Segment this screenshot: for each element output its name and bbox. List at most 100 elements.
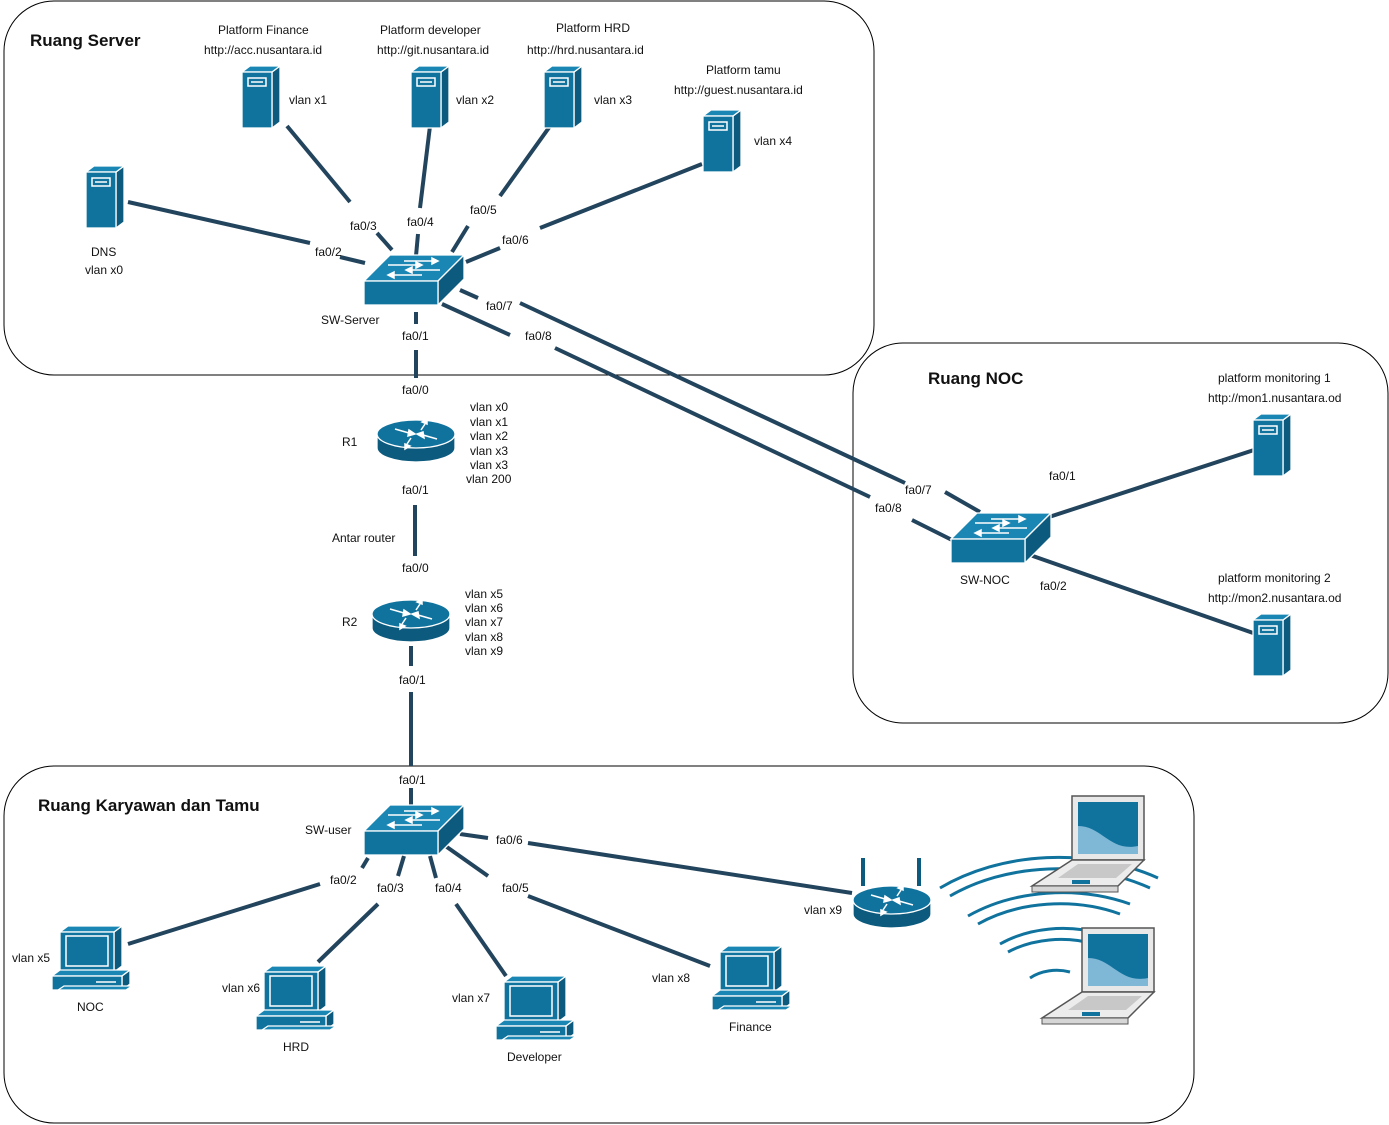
port-sws-fa07: fa0/7 bbox=[486, 299, 513, 313]
link-swu-fin bbox=[527, 894, 711, 968]
router-r1-label: R1 bbox=[342, 435, 358, 449]
server-developer-icon bbox=[410, 65, 450, 129]
link-sws-swn-8 bbox=[554, 346, 871, 499]
switch-noc-label: SW-NOC bbox=[960, 573, 1010, 587]
r1-vlan-1: vlan x1 bbox=[470, 415, 508, 429]
link-swu-dev bbox=[454, 902, 508, 978]
client-noc-vlan: vlan x5 bbox=[12, 951, 50, 965]
client-developer-name: Developer bbox=[507, 1050, 562, 1064]
port-swn-fa02: fa0/2 bbox=[1040, 579, 1067, 593]
link-sws-swn-7-stub-a bbox=[459, 288, 479, 300]
room-server-title: Ruang Server bbox=[30, 31, 141, 50]
server-mon2-icon bbox=[1252, 613, 1292, 677]
pc-hrd-icon bbox=[255, 965, 337, 1031]
r2-vlan-4: vlan x9 bbox=[465, 644, 503, 658]
pc-developer-icon bbox=[495, 975, 577, 1041]
client-noc-name: NOC bbox=[77, 1000, 104, 1014]
link-finance-sws-stub bbox=[375, 231, 394, 252]
link-sws-swn-7 bbox=[519, 301, 906, 485]
room-user bbox=[3, 765, 1195, 1124]
server-dns-icon bbox=[85, 165, 125, 229]
r1-vlan-4: vlan x3 bbox=[470, 458, 508, 472]
port-swn-fa01: fa0/1 bbox=[1049, 469, 1076, 483]
port-sws-fa06: fa0/6 bbox=[502, 233, 529, 247]
server-hrd-vlan: vlan x3 bbox=[594, 93, 632, 107]
client-finance-vlan: vlan x8 bbox=[652, 971, 690, 985]
link-sws-swn-7-stub-b bbox=[944, 490, 981, 514]
port-swn-fa07: fa0/7 bbox=[905, 483, 932, 497]
server-hrd-icon bbox=[543, 65, 583, 129]
link-swn-mon2 bbox=[1029, 553, 1257, 636]
port-r2-fa01: fa0/1 bbox=[399, 673, 426, 687]
link-sws-dns-stub bbox=[339, 255, 366, 265]
link-hrd-sws bbox=[498, 120, 555, 198]
link-swu-dev-stub bbox=[428, 855, 438, 879]
port-sws-fa03: fa0/3 bbox=[350, 219, 377, 233]
port-swu-fa06: fa0/6 bbox=[496, 833, 523, 847]
link-dev-sws bbox=[418, 125, 432, 209]
server-developer-vlan: vlan x2 bbox=[456, 93, 494, 107]
port-r1-fa01: fa0/1 bbox=[402, 483, 429, 497]
room-user-title: Ruang Karyawan dan Tamu bbox=[38, 796, 260, 815]
server-mon1-url: http://mon1.nusantara.od bbox=[1208, 391, 1341, 405]
port-labels: fa0/3 fa0/4 fa0/5 fa0/6 fa0/2 fa0/7 fa0/… bbox=[315, 203, 1076, 895]
link-hrd-sws-stub bbox=[450, 224, 470, 254]
router-r1-vlans: vlan x0 vlan x1 vlan x2 vlan x3 vlan x3 … bbox=[466, 400, 512, 486]
server-tamu-url: http://guest.nusantara.id bbox=[674, 83, 803, 97]
link-tamu-sws bbox=[539, 162, 703, 230]
wireless-router-icon bbox=[852, 858, 932, 929]
client-developer-vlan: vlan x7 bbox=[452, 991, 490, 1005]
link-swn-mon1 bbox=[1045, 448, 1255, 520]
r1-vlan-0: vlan x0 bbox=[470, 400, 508, 414]
pc-noc-icon bbox=[51, 925, 133, 991]
link-swu-hrd-stub bbox=[396, 855, 406, 877]
server-finance-vlan: vlan x1 bbox=[289, 93, 327, 107]
link-sws-swn-8-stub-b bbox=[911, 518, 953, 542]
room-server bbox=[3, 0, 875, 376]
r2-vlan-2: vlan x7 bbox=[465, 615, 503, 629]
router-link-label: Antar router bbox=[332, 531, 395, 545]
link-swu-noc bbox=[127, 882, 321, 946]
server-finance-url: http://acc.nusantara.id bbox=[204, 43, 322, 57]
switch-server-label: SW-Server bbox=[321, 313, 379, 327]
client-finance-name: Finance bbox=[729, 1020, 772, 1034]
port-swu-fa04: fa0/4 bbox=[435, 881, 462, 895]
port-sws-fa01: fa0/1 bbox=[402, 329, 429, 343]
r2-vlan-3: vlan x8 bbox=[465, 630, 503, 644]
server-developer-name: Platform developer bbox=[380, 23, 481, 37]
port-swu-fa01: fa0/1 bbox=[399, 773, 426, 787]
server-developer-url: http://git.nusantara.id bbox=[377, 43, 489, 57]
port-swu-fa02: fa0/2 bbox=[330, 873, 357, 887]
router-r2-label: R2 bbox=[342, 615, 358, 629]
link-dns-sws bbox=[127, 200, 311, 245]
server-mon1-icon bbox=[1252, 413, 1292, 477]
link-swu-noc-stub bbox=[360, 856, 370, 870]
port-sws-fa04: fa0/4 bbox=[407, 215, 434, 229]
server-finance-icon bbox=[241, 65, 281, 129]
server-dns-name: DNS bbox=[91, 245, 116, 259]
link-tamu-sws-stub bbox=[465, 246, 501, 264]
r2-vlan-1: vlan x6 bbox=[465, 601, 503, 615]
port-sws-fa05: fa0/5 bbox=[470, 203, 497, 217]
link-swu-fin-stub bbox=[442, 843, 490, 878]
link-sws-swn-8-stub-a bbox=[441, 302, 511, 337]
server-tamu-icon bbox=[702, 109, 742, 173]
client-hrd-vlan: vlan x6 bbox=[222, 981, 260, 995]
server-tamu-vlan: vlan x4 bbox=[754, 134, 792, 148]
link-swu-ap-stub bbox=[459, 832, 489, 840]
port-swu-fa05: fa0/5 bbox=[502, 881, 529, 895]
router-r2-icon bbox=[371, 598, 451, 643]
link-swu-hrd bbox=[316, 902, 380, 964]
client-hrd-name: HRD bbox=[283, 1040, 309, 1054]
r2-vlan-0: vlan x5 bbox=[465, 587, 503, 601]
port-swu-fa03: fa0/3 bbox=[377, 881, 404, 895]
r1-vlan-3: vlan x3 bbox=[470, 444, 508, 458]
port-sws-fa08: fa0/8 bbox=[525, 329, 552, 343]
r1-vlan-5: vlan 200 bbox=[466, 472, 512, 486]
server-finance-name: Platform Finance bbox=[218, 23, 309, 37]
room-noc-title: Ruang NOC bbox=[928, 369, 1023, 388]
port-r2-fa00: fa0/0 bbox=[402, 561, 429, 575]
server-hrd-name: Platform HRD bbox=[556, 21, 630, 35]
router-r1-icon bbox=[376, 418, 456, 463]
server-mon2-url: http://mon2.nusantara.od bbox=[1208, 591, 1341, 605]
